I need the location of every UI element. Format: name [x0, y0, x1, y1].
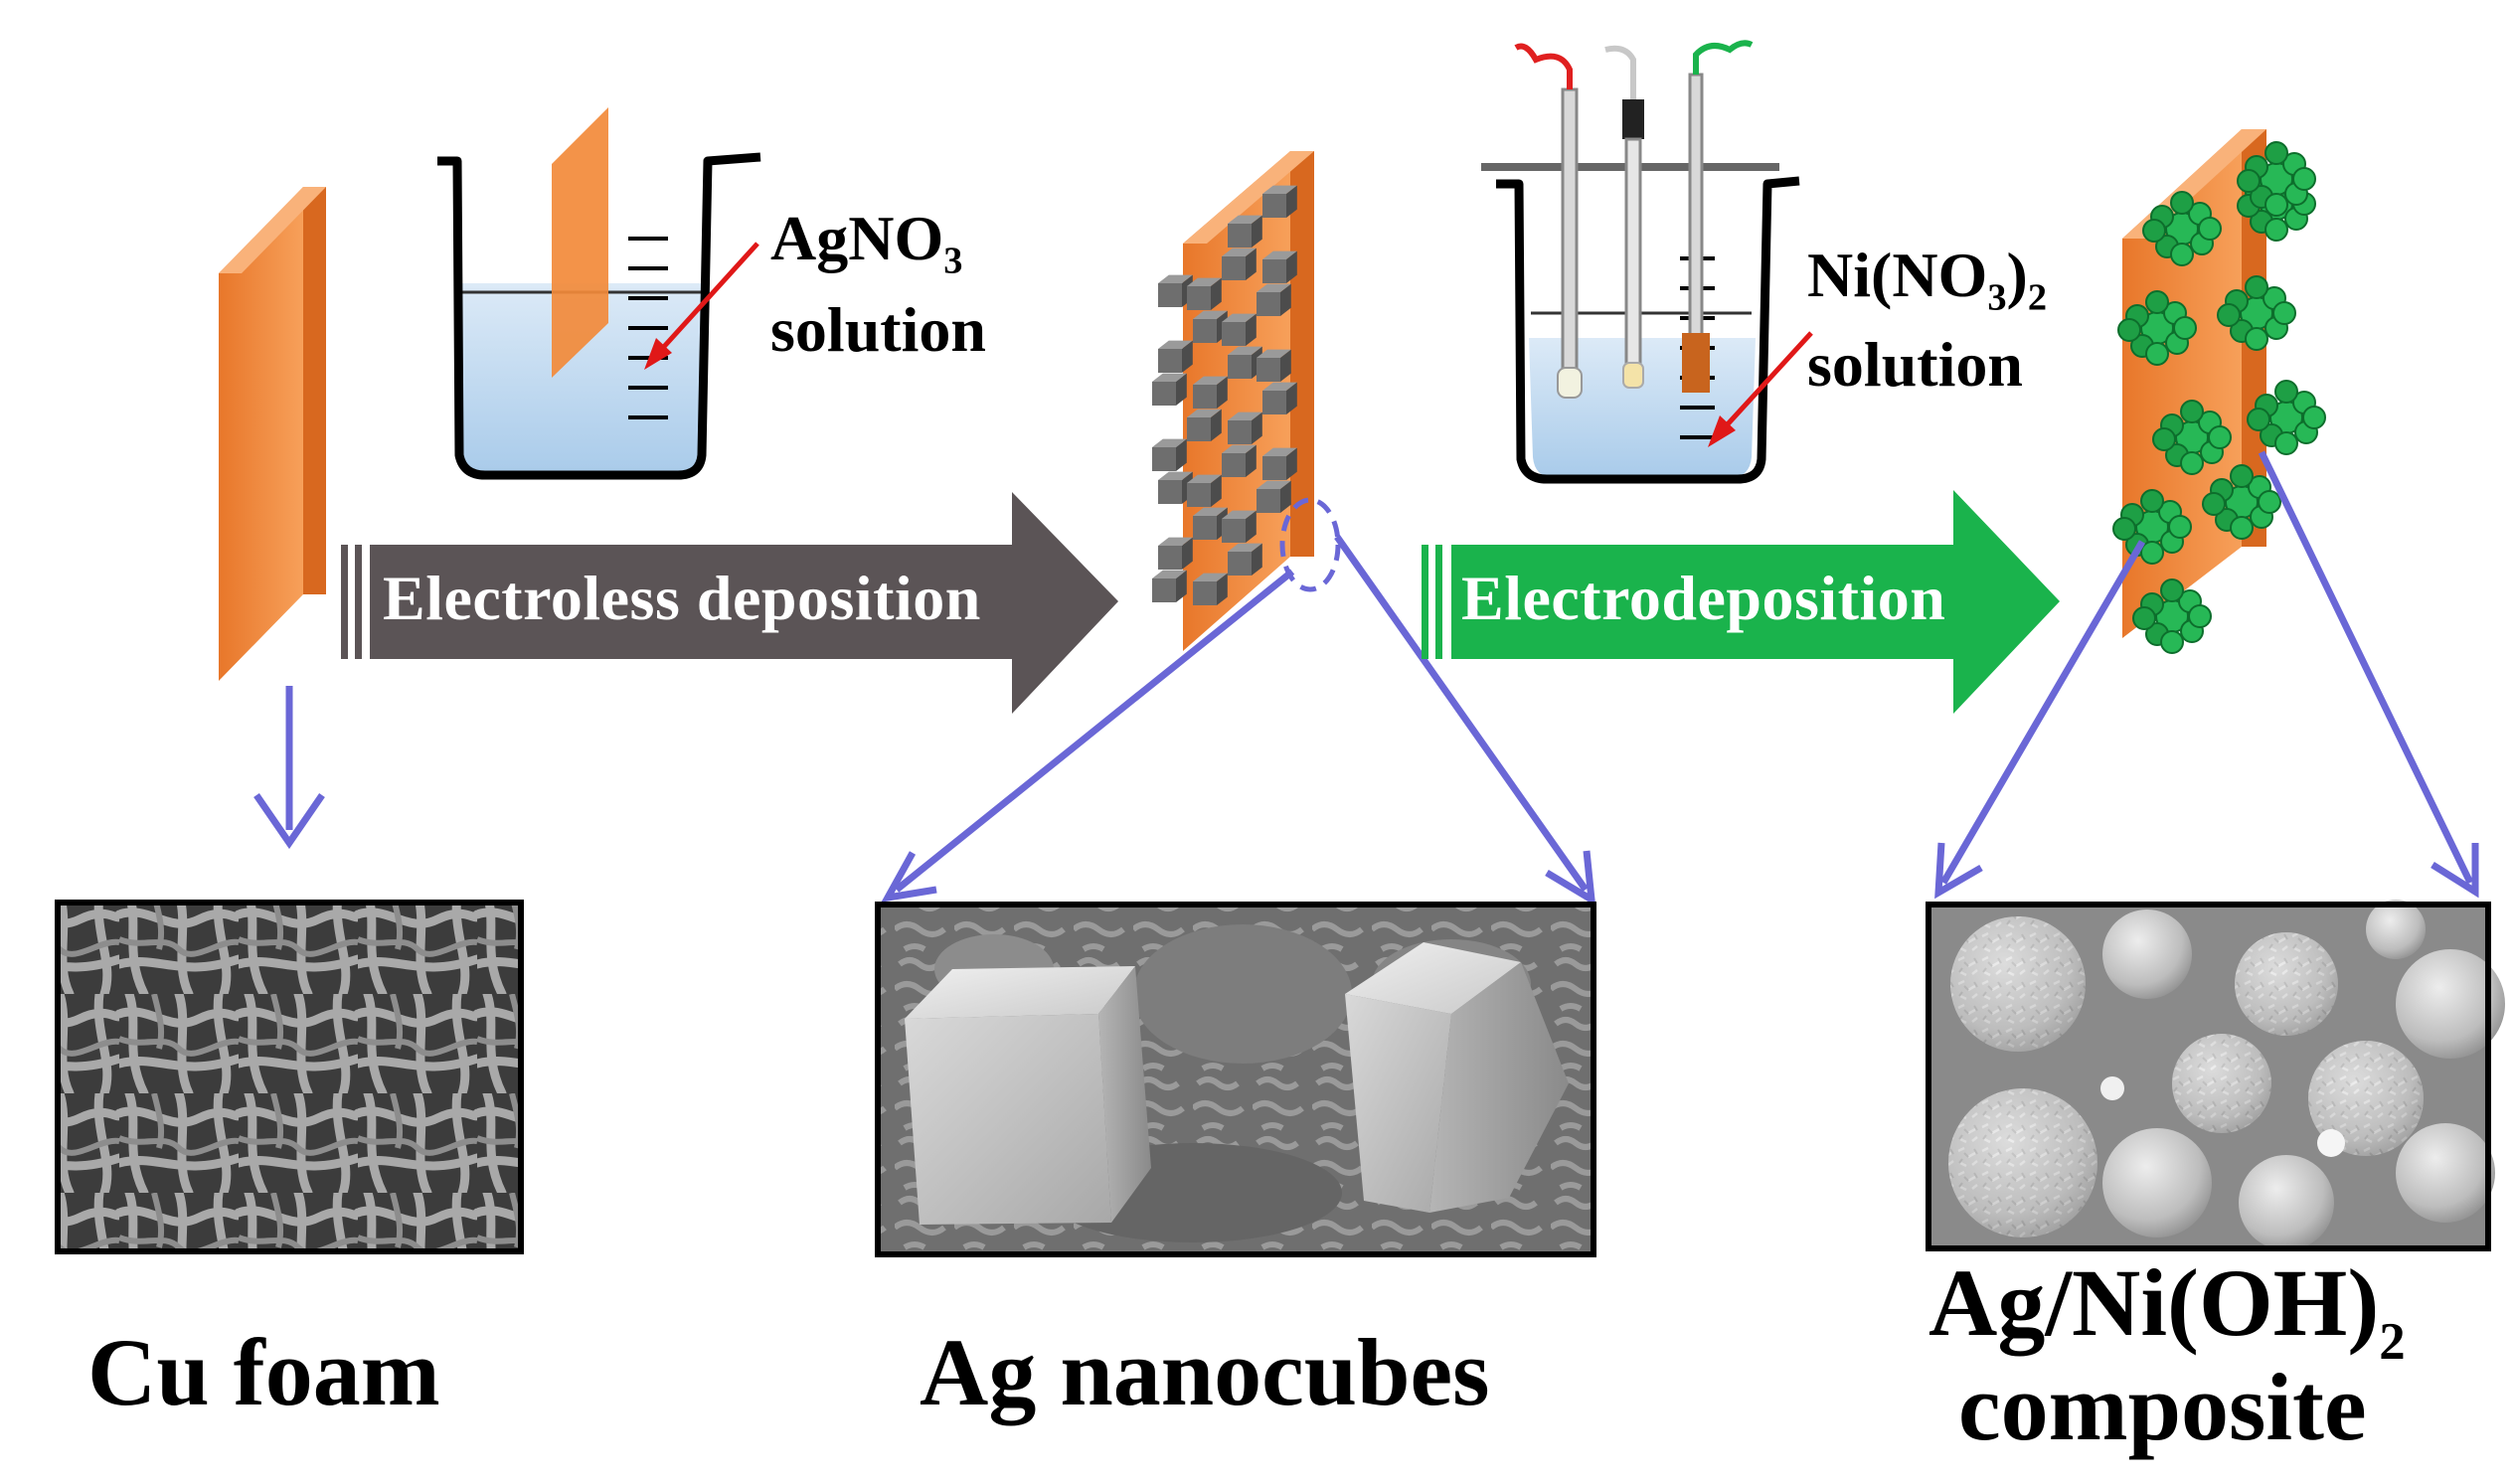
- electrodeposition-label: Electrodeposition: [1461, 563, 1946, 633]
- niooh-cluster: [2117, 290, 2197, 366]
- nanocube: [1257, 349, 1291, 382]
- nino3-solution-word: solution: [1807, 329, 2023, 400]
- niooh-cluster: [2247, 380, 2326, 455]
- nanocube: [1152, 438, 1187, 471]
- nanocube: [1187, 409, 1222, 441]
- nanocube: [1262, 185, 1297, 218]
- electrochemical-cell-icon: [1481, 40, 1800, 484]
- ag-nanocubes-label: Ag nanocubes: [920, 1319, 1490, 1425]
- nanocube: [1262, 250, 1297, 283]
- nino3-solution-label: Ni(NO3)2: [1807, 240, 2048, 319]
- nanocube: [1152, 373, 1187, 406]
- nanocube: [1187, 474, 1222, 507]
- nanocube: [1193, 573, 1228, 605]
- electroless-deposition-arrow: [341, 492, 1118, 714]
- niooh-cluster: [2237, 141, 2316, 217]
- zoom-pointers-ag: [881, 534, 1596, 907]
- niooh-cluster: [2152, 400, 2232, 475]
- nanocube: [1193, 310, 1228, 343]
- nanocube: [1228, 543, 1262, 576]
- nanocube: [1222, 510, 1257, 543]
- beaker-icon: [437, 107, 761, 480]
- agno3-formula: AgNO3: [770, 203, 963, 282]
- nanocube: [1257, 480, 1291, 513]
- zoom-pointers-composite: [1934, 450, 2479, 900]
- zoom-region-marker: [1279, 497, 1341, 592]
- sem-micrograph-composite: [1926, 900, 2505, 1251]
- cu-foam-label: Cu foam: [87, 1319, 440, 1425]
- nanocube: [1222, 444, 1257, 477]
- electrodeposition-arrow: [1422, 490, 2060, 714]
- nanocube: [1222, 247, 1257, 280]
- composite-label-line2: composite: [1958, 1354, 2367, 1460]
- sem-micrograph-ag-nanocubes: [875, 902, 1596, 1257]
- nanocube: [1222, 313, 1257, 346]
- niooh-cluster: [2217, 275, 2296, 351]
- agno3-solution-label: AgNO3: [770, 207, 962, 292]
- nanocube: [1152, 570, 1187, 602]
- composite-label-line1: Ag/Ni(OH)2: [1928, 1249, 2406, 1371]
- niooh-cluster-array: [2112, 141, 2326, 654]
- nanocube: [1262, 447, 1297, 480]
- nanocube: [1228, 215, 1262, 247]
- electroless-deposition-label: Electroless deposition: [383, 563, 981, 633]
- niooh-cluster: [2202, 464, 2281, 540]
- nanocube: [1193, 376, 1228, 409]
- nanocube: [1158, 537, 1193, 570]
- niooh-cluster: [2132, 578, 2212, 654]
- nanocube: [1228, 412, 1262, 444]
- pointer-arrow-cu-foam: [253, 686, 325, 850]
- cu-foam-plate-icon: [219, 187, 326, 681]
- niooh-cluster: [2142, 191, 2222, 266]
- niooh-cluster: [2112, 489, 2192, 565]
- sem-micrograph-cu-foam: [55, 900, 524, 1254]
- nanocube-array: [1152, 185, 1297, 605]
- nanocube: [1187, 277, 1222, 310]
- nanocube: [1257, 283, 1291, 316]
- nanocube: [1158, 340, 1193, 373]
- red-pointer-nino3: [1708, 331, 1813, 447]
- red-pointer-agno3: [644, 242, 759, 370]
- agno3-solution-word: solution: [770, 294, 986, 365]
- nanocube: [1262, 382, 1297, 414]
